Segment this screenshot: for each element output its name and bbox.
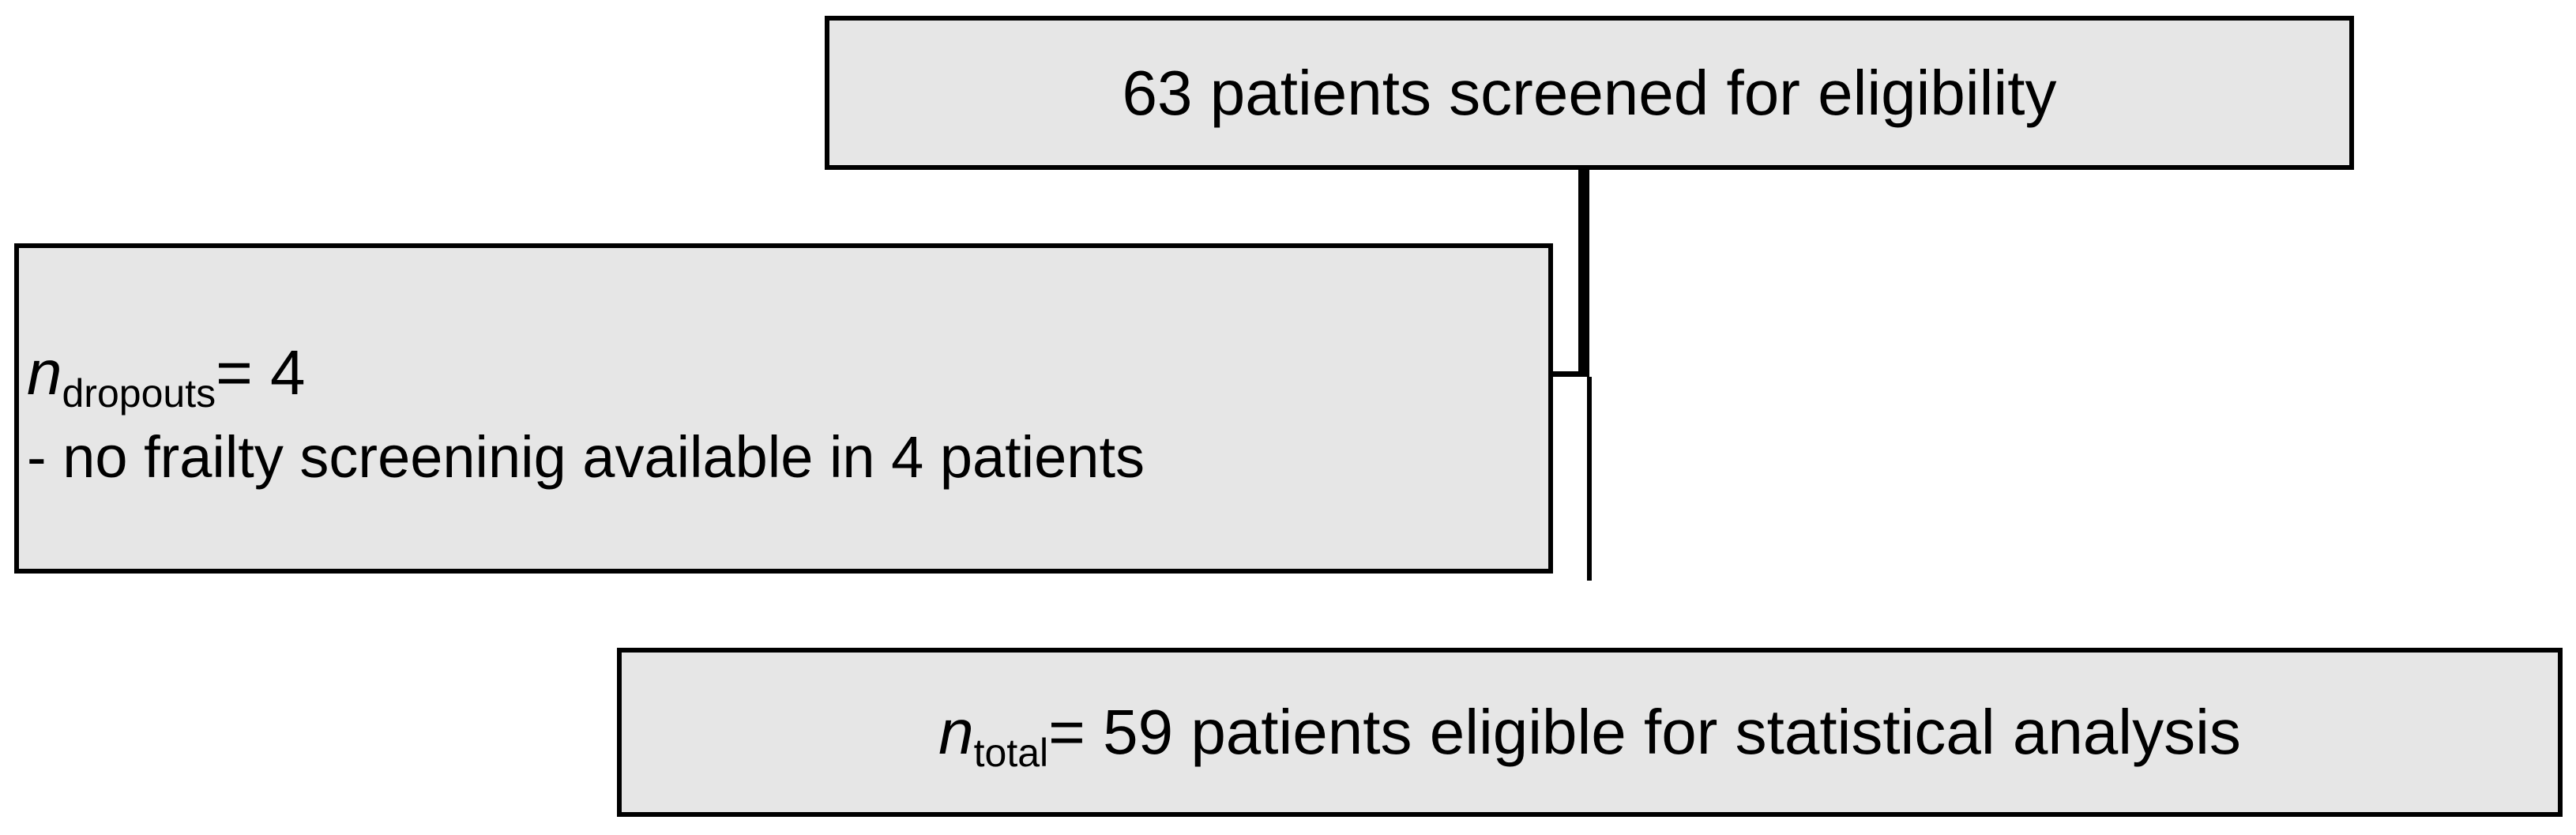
dropouts-value: = 4 <box>216 337 306 408</box>
dropouts-variable: n <box>27 337 62 408</box>
connector-to-dropouts <box>1553 371 1589 377</box>
total-label: ntotal= 59 patients eligible for statist… <box>938 701 2241 773</box>
connector-vertical-top <box>1578 170 1589 377</box>
screened-label: 63 patients screened for eligibility <box>1122 57 2057 128</box>
dropouts-subscript: dropouts <box>62 371 216 416</box>
total-variable: n <box>938 697 974 767</box>
dropouts-box: ndropouts= 4 - no frailty screeninig ava… <box>14 243 1553 574</box>
total-subscript: total <box>973 731 1049 775</box>
connector-vertical-bottom <box>1587 377 1592 581</box>
dropouts-count: ndropouts= 4 <box>27 341 306 414</box>
dropouts-reason: - no frailty screeninig available in 4 p… <box>27 424 1145 490</box>
screened-box: 63 patients screened for eligibility <box>825 16 2354 170</box>
total-box: ntotal= 59 patients eligible for statist… <box>617 648 2563 817</box>
total-text: = 59 patients eligible for statistical a… <box>1048 697 2241 767</box>
